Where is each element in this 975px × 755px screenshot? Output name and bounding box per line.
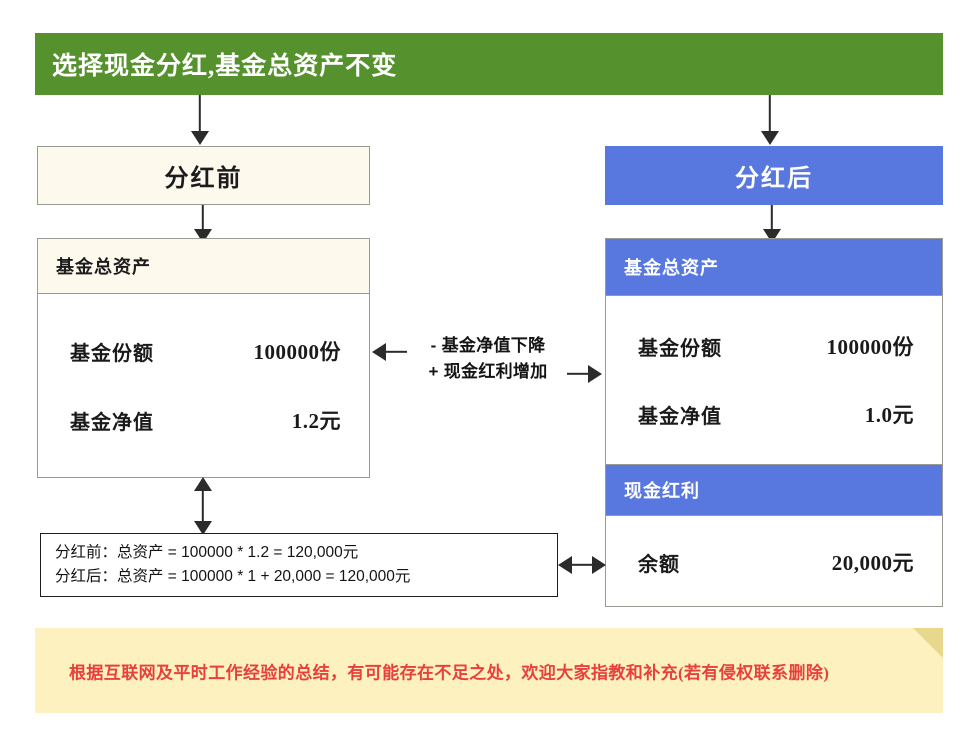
footer-note: 根据互联网及平时工作经验的总结，有可能存在不足之处，欢迎大家指教和补充(若有侵权… <box>35 628 943 713</box>
row-value: 1.0元 <box>864 403 914 427</box>
arrow-right-compare <box>567 362 602 386</box>
row-value: 100000份 <box>253 340 341 364</box>
table-row: 基金份额 100000份 <box>38 334 369 368</box>
folded-corner-icon <box>913 628 943 658</box>
before-asset-section-label: 基金总资产 <box>56 257 151 277</box>
arrow-banner-to-after-header <box>755 95 785 145</box>
table-row: 基金净值 1.0元 <box>606 397 942 431</box>
row-key: 余额 <box>638 553 680 576</box>
page-title: 选择现金分红,基金总资产不变 <box>52 53 398 80</box>
after-cash-panel: 余额 20,000元 <box>605 515 943 607</box>
title-banner: 选择现金分红,基金总资产不变 <box>35 33 943 95</box>
calculation-line-before: 分红前：总资产 = 100000 * 1.2 = 120,000元 <box>55 544 359 562</box>
calculation-line-after: 分红后：总资产 = 100000 * 1 + 20,000 = 120,000元 <box>55 568 411 585</box>
after-asset-section-label: 基金总资产 <box>624 258 719 278</box>
middle-annotation-line2: + 现金红利增加 <box>428 362 548 382</box>
row-key: 基金净值 <box>70 411 154 434</box>
calculation-box: 分红前：总资产 = 100000 * 1.2 = 120,000元 分红后：总资… <box>40 533 558 597</box>
middle-annotation-line1: - 基金净值下降 <box>430 336 546 355</box>
after-header-label: 分红后 <box>735 166 813 192</box>
table-row: 余额 20,000元 <box>606 545 942 579</box>
after-cash-section-label: 现金红利 <box>624 481 700 501</box>
arrow-before-panel-to-calc <box>188 477 218 535</box>
row-value: 1.2元 <box>291 409 341 433</box>
arrow-banner-to-before-header <box>185 95 215 145</box>
before-header-box: 分红前 <box>37 146 370 205</box>
row-key: 基金份额 <box>70 342 154 365</box>
arrow-left-compare <box>372 340 407 364</box>
arrow-calc-to-cash-panel <box>558 552 606 578</box>
row-value: 20,000元 <box>831 551 914 575</box>
row-key: 基金净值 <box>638 405 722 428</box>
row-value: 100000份 <box>826 335 914 359</box>
after-asset-panel: 基金份额 100000份 基金净值 1.0元 <box>605 295 943 465</box>
after-asset-section-header: 基金总资产 <box>605 238 943 296</box>
row-key: 基金份额 <box>638 337 722 360</box>
middle-annotation: - 基金净值下降 + 现金红利增加 <box>393 333 583 386</box>
table-row: 基金份额 100000份 <box>606 329 942 363</box>
table-row: 基金净值 1.2元 <box>38 403 369 437</box>
after-cash-section-header: 现金红利 <box>605 464 943 516</box>
after-header-box: 分红后 <box>605 146 943 205</box>
before-header-label: 分红前 <box>164 166 243 192</box>
before-asset-panel: 基金份额 100000份 基金净值 1.2元 <box>37 293 370 478</box>
footer-note-text: 根据互联网及平时工作经验的总结，有可能存在不足之处，欢迎大家指教和补充(若有侵权… <box>69 663 830 682</box>
before-asset-section-header: 基金总资产 <box>37 238 370 294</box>
